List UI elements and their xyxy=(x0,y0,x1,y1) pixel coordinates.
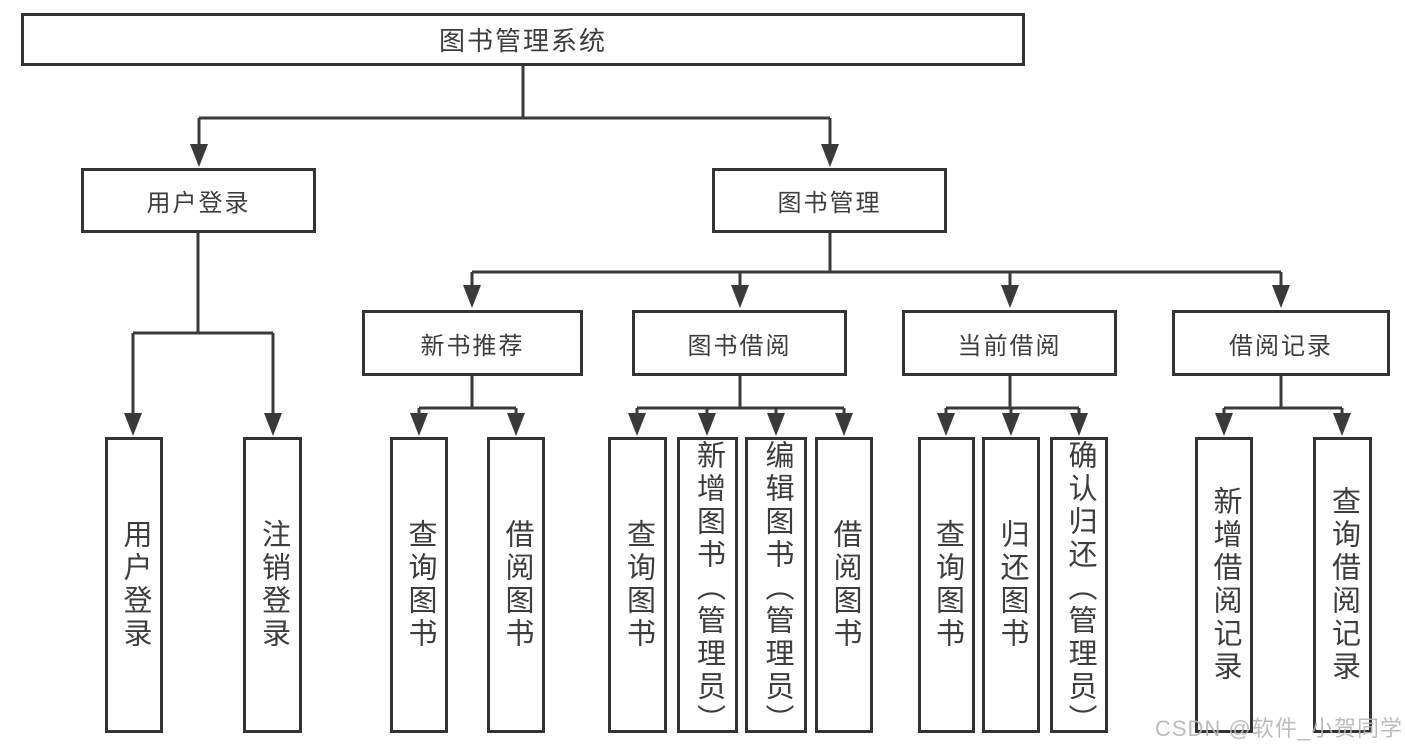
leaf-return-book: 归还图书 xyxy=(982,437,1040,733)
node-new-book-recommend: 新书推荐 xyxy=(362,310,583,376)
watermark: CSDN @软件_小贺同学 xyxy=(1154,716,1403,741)
leaf-borrow-book-2: 借阅图书 xyxy=(815,437,873,733)
leaf-query-book-2: 查询图书 xyxy=(608,437,667,733)
leaf-add-borrow-record: 新增借阅记录 xyxy=(1195,437,1253,733)
node-book-borrowing: 图书借阅 xyxy=(632,310,847,376)
node-current-borrowing: 当前借阅 xyxy=(902,310,1117,376)
node-borrowing-records: 借阅记录 xyxy=(1172,310,1390,376)
leaf-query-book-1: 查询图书 xyxy=(390,437,448,733)
node-library-management-system: 图书管理系统 xyxy=(21,13,1025,66)
leaf-edit-book-admin: 编辑图书（管理员） xyxy=(745,437,807,737)
leaf-add-book-admin: 新增图书（管理员） xyxy=(677,437,738,737)
node-user-login-branch: 用户登录 xyxy=(81,168,316,233)
leaf-query-borrow-record: 查询借阅记录 xyxy=(1313,437,1372,733)
node-book-management-branch: 图书管理 xyxy=(712,168,947,233)
leaf-logout: 注销登录 xyxy=(243,437,302,733)
leaf-borrow-book-1: 借阅图书 xyxy=(487,437,545,733)
leaf-user-login: 用户登录 xyxy=(105,437,163,733)
leaf-confirm-return-admin: 确认归还（管理员） xyxy=(1050,437,1108,737)
leaf-query-book-3: 查询图书 xyxy=(918,437,975,733)
